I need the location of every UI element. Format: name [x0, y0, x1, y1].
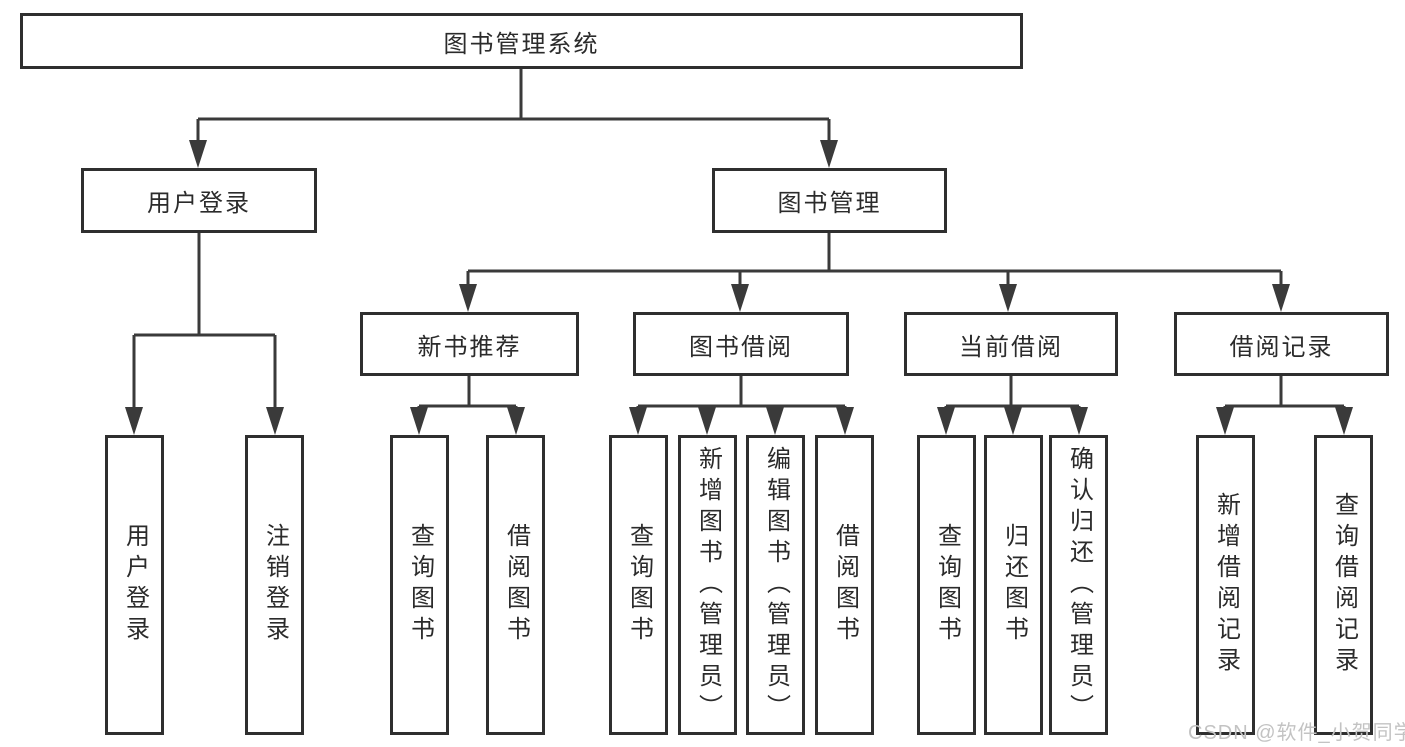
node-borrowing-records: 借阅记录: [1174, 312, 1389, 376]
leaf-user-login-label: 用户登录: [121, 523, 149, 647]
leaf-return-books: 归还图书: [984, 435, 1043, 735]
node-library-system: 图书管理系统: [20, 13, 1023, 69]
leaf-edit-books-admin: 编辑图书（管理员）: [746, 435, 805, 735]
leaf-add-books-admin-label: 新增图书（管理员）: [694, 445, 722, 725]
leaf-query-borrow-record: 查询借阅记录: [1314, 435, 1373, 735]
node-borrowing-records-label: 借阅记录: [1229, 333, 1334, 361]
leaf-borrow-books-recommend: 借阅图书: [486, 435, 545, 735]
leaf-confirm-return-admin: 确认归还（管理员）: [1049, 435, 1108, 735]
node-book-borrowing-label: 图书借阅: [689, 333, 793, 361]
leaf-confirm-return-admin-label: 确认归还（管理员）: [1065, 445, 1093, 725]
node-book-management-label: 图书管理: [777, 190, 882, 217]
leaf-query-books-borrow: 查询图书: [609, 435, 668, 735]
node-user-login-label: 用户登录: [147, 190, 251, 217]
leaf-borrow-books-borrow-label: 借阅图书: [831, 523, 859, 647]
leaf-borrow-books-recommend-label: 借阅图书: [502, 523, 530, 647]
node-library-system-label: 图书管理系统: [443, 30, 600, 58]
leaf-add-borrow-record-label: 新增借阅记录: [1212, 492, 1240, 678]
leaf-add-borrow-record: 新增借阅记录: [1196, 435, 1255, 735]
node-new-book-recommendation: 新书推荐: [360, 312, 579, 376]
node-book-management: 图书管理: [712, 168, 947, 233]
leaf-borrow-books-borrow: 借阅图书: [815, 435, 874, 735]
leaf-logout-login: 注销登录: [245, 435, 304, 735]
node-user-login: 用户登录: [81, 168, 317, 233]
leaf-query-books-current-label: 查询图书: [933, 523, 961, 647]
leaf-return-books-label: 归还图书: [1000, 523, 1028, 647]
node-current-borrowing: 当前借阅: [904, 312, 1118, 376]
leaf-user-login: 用户登录: [105, 435, 164, 735]
leaf-query-borrow-record-label: 查询借阅记录: [1330, 492, 1358, 678]
node-new-book-recommendation-label: 新书推荐: [417, 333, 522, 361]
leaf-query-books-recommend: 查询图书: [390, 435, 449, 735]
node-current-borrowing-label: 当前借阅: [959, 333, 1063, 361]
node-book-borrowing: 图书借阅: [633, 312, 849, 376]
leaf-add-books-admin: 新增图书（管理员）: [678, 435, 737, 735]
leaf-query-books-current: 查询图书: [917, 435, 976, 735]
leaf-query-books-recommend-label: 查询图书: [406, 523, 434, 647]
leaf-edit-books-admin-label: 编辑图书（管理员）: [762, 445, 790, 725]
leaf-query-books-borrow-label: 查询图书: [625, 523, 653, 647]
csdn-watermark: CSDN @软件_小贺同学: [1188, 722, 1405, 744]
leaf-logout-login-label: 注销登录: [261, 523, 289, 647]
